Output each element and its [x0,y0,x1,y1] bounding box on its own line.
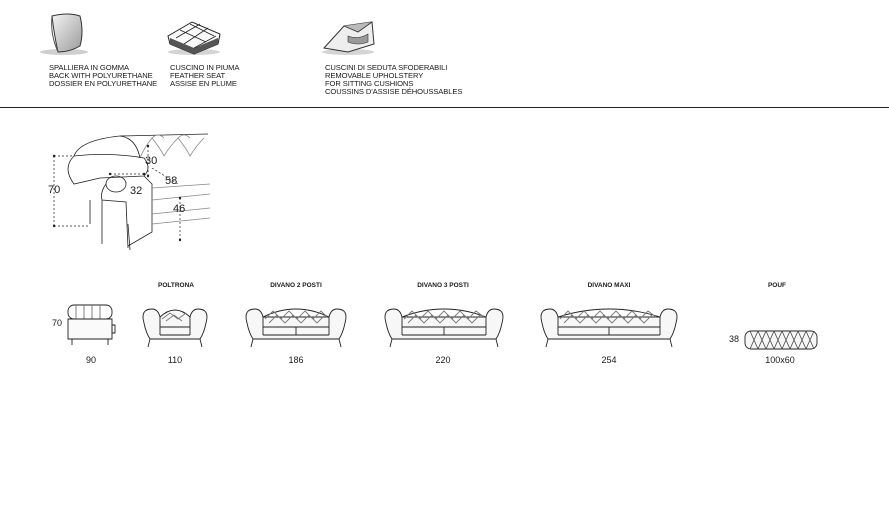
width-divano-2: 186 [288,355,304,365]
feature-line: FOR SITTING CUSHIONS [325,79,414,88]
feature-line: FEATHER SEAT [170,71,226,80]
feature-line: COUSSINS D'ASSISE DÉHOUSSABLES [325,87,463,96]
feature-line: BACK WITH POLYURETHANE [49,71,153,80]
width-divano-3: 220 [435,355,451,365]
dim-arm-width: 32 [130,185,143,197]
pouf-drawing [744,330,818,350]
feature-removable-text: CUSCINI DI SEDUTA SFODERABILI REMOVABLE … [325,64,462,96]
width-side: 90 [85,355,97,365]
feather-cushion-icon [160,14,226,55]
side-height: 70 [52,318,63,328]
feature-line: CUSCINI DI SEDUTA SFODERABILI [325,63,448,72]
width-pouf: 100x60 [765,355,795,365]
category-poltrona: POLTRONA [158,282,194,289]
pouf-height: 38 [729,334,740,344]
section-divider [0,107,889,108]
backrest-icon [40,12,88,55]
dim-seat-depth: 58 [165,175,178,187]
divano-2-drawing [243,303,349,349]
feature-feather-text: CUSCINO IN PIUMA FEATHER SEAT ASSISE EN … [170,64,239,88]
category-divano-maxi: DIVANO MAXI [587,282,631,289]
width-poltrona: 110 [167,355,183,365]
feature-line: DOSSIER EN POLYURETHANE [49,79,158,88]
divano-3-drawing [382,303,506,349]
category-pouf: POUF [767,282,787,289]
armchair-detail-drawing [52,128,220,258]
feature-line: REMOVABLE UPHOLSTERY [325,71,424,80]
width-divano-maxi: 254 [601,355,617,365]
dim-arm-height: 30 [145,155,158,167]
feature-line: SPALLIERA IN GOMMA [49,63,129,72]
feature-backrest-text: SPALLIERA IN GOMMA BACK WITH POLYURETHAN… [49,64,157,88]
category-divano-2: DIVANO 2 POSTI [270,282,322,289]
feature-line: ASSISE EN PLUME [170,79,237,88]
poltrona-drawing [140,303,210,349]
feature-line: CUSCINO IN PIUMA [170,63,240,72]
dim-seat-height: 46 [173,203,186,215]
dim-height: 70 [48,184,61,196]
removable-cover-icon [322,14,380,55]
divano-maxi-drawing [538,303,680,349]
side-view-drawing [66,303,116,349]
category-divano-3: DIVANO 3 POSTI [417,282,469,289]
